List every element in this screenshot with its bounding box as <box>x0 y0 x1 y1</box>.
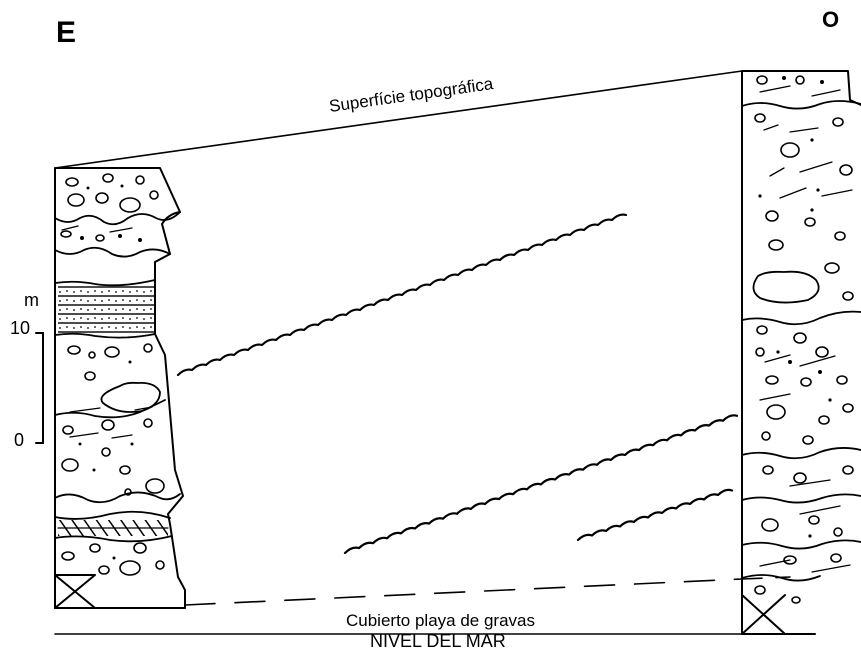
sand-layer-east <box>58 286 154 333</box>
correlation-line-middle <box>343 414 739 555</box>
scale-bottom-label: 0 <box>14 430 24 450</box>
dashed-beach-line <box>184 578 743 606</box>
scale-bar: m 10 0 <box>10 290 44 450</box>
topographic-surface-line <box>54 70 743 169</box>
correlation-line-upper <box>176 213 628 377</box>
east-label: E <box>56 16 76 49</box>
correlation-line-lower <box>576 488 734 542</box>
covered-label: Cubierto playa de gravas <box>346 611 535 630</box>
scale-top-label: 10 <box>10 318 30 338</box>
west-label: O <box>822 7 839 32</box>
west-column <box>741 70 861 635</box>
scale-unit: m <box>24 290 39 310</box>
sea-level-label: NIVEL DEL MAR <box>370 631 506 651</box>
east-column <box>54 167 186 609</box>
